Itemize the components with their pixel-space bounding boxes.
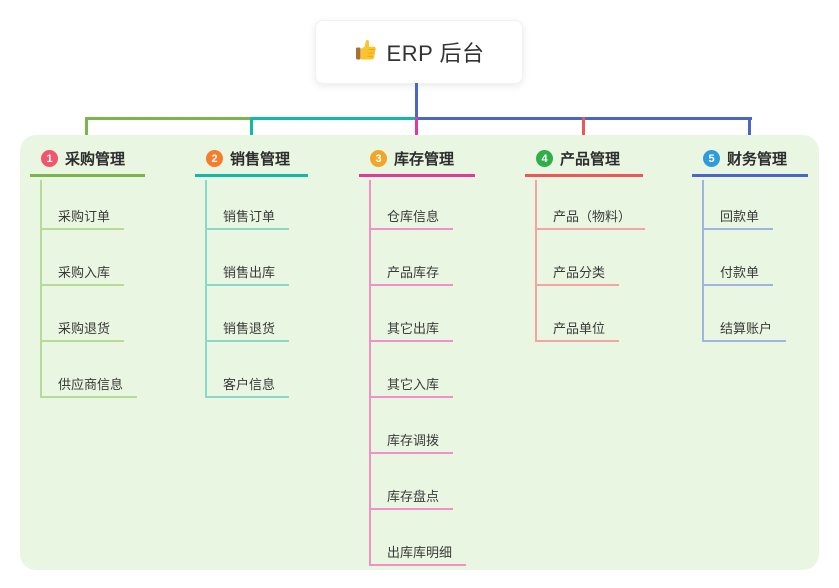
branch-header-purchase[interactable]: 1 采购管理 <box>30 143 145 177</box>
child-node[interactable]: 销售出库 <box>207 230 290 286</box>
child-node[interactable]: 产品单位 <box>537 286 620 342</box>
branch-title: 财务管理 <box>727 151 788 168</box>
child-node[interactable]: 回款单 <box>704 180 774 230</box>
child-node[interactable]: 付款单 <box>704 230 774 286</box>
branches-panel <box>20 135 819 570</box>
branch-title: 采购管理 <box>65 151 126 168</box>
child-node[interactable]: 产品库存 <box>371 230 454 286</box>
branch-title: 库存管理 <box>394 151 455 168</box>
root-node[interactable]: ERP 后台 <box>315 20 523 84</box>
branch-header-sales[interactable]: 2 销售管理 <box>195 143 308 177</box>
root-connector-line <box>415 83 418 119</box>
child-node[interactable]: 采购订单 <box>42 180 125 230</box>
branch-header-product[interactable]: 4 产品管理 <box>525 143 643 177</box>
child-node[interactable]: 出库库明细 <box>371 510 467 566</box>
branch-children-purchase: 采购订单 采购入库 采购退货 供应商信息 <box>40 180 138 398</box>
child-node[interactable]: 库存盘点 <box>371 454 454 510</box>
bus-line-segment-green <box>85 117 253 120</box>
branch-header-inventory[interactable]: 3 库存管理 <box>359 143 475 177</box>
branch-header-finance[interactable]: 5 财务管理 <box>692 143 808 177</box>
child-node[interactable]: 销售退货 <box>207 286 290 342</box>
child-node[interactable]: 结算账户 <box>704 286 787 342</box>
root-title: ERP 后台 <box>386 41 485 66</box>
child-node[interactable]: 供应商信息 <box>42 342 138 398</box>
child-node[interactable]: 销售订单 <box>207 180 290 230</box>
thumbs-up-icon <box>354 38 378 67</box>
branch-children-finance: 回款单 付款单 结算账户 <box>702 180 787 342</box>
branch-title: 产品管理 <box>560 151 621 168</box>
branch-number-badge: 4 <box>536 150 553 167</box>
branch-children-inventory: 仓库信息 产品库存 其它出库 其它入库 库存调拨 库存盘点 出库库明细 <box>369 180 467 566</box>
branch-children-product: 产品（物料） 产品分类 产品单位 <box>535 180 646 342</box>
child-node[interactable]: 库存调拨 <box>371 398 454 454</box>
branch-number-badge: 3 <box>370 150 387 167</box>
child-node[interactable]: 仓库信息 <box>371 180 454 230</box>
child-node[interactable]: 产品（物料） <box>537 180 646 230</box>
child-node[interactable]: 采购退货 <box>42 286 125 342</box>
child-node[interactable]: 产品分类 <box>537 230 620 286</box>
branch-number-badge: 1 <box>41 150 58 167</box>
child-node[interactable]: 客户信息 <box>207 342 290 398</box>
branch-number-badge: 5 <box>703 150 720 167</box>
child-node[interactable]: 其它出库 <box>371 286 454 342</box>
branch-children-sales: 销售订单 销售出库 销售退货 客户信息 <box>205 180 290 398</box>
child-node[interactable]: 采购入库 <box>42 230 125 286</box>
branch-number-badge: 2 <box>206 150 223 167</box>
bus-line-segment-teal <box>252 117 417 120</box>
branch-title: 销售管理 <box>230 151 291 168</box>
child-node[interactable]: 其它入库 <box>371 342 454 398</box>
